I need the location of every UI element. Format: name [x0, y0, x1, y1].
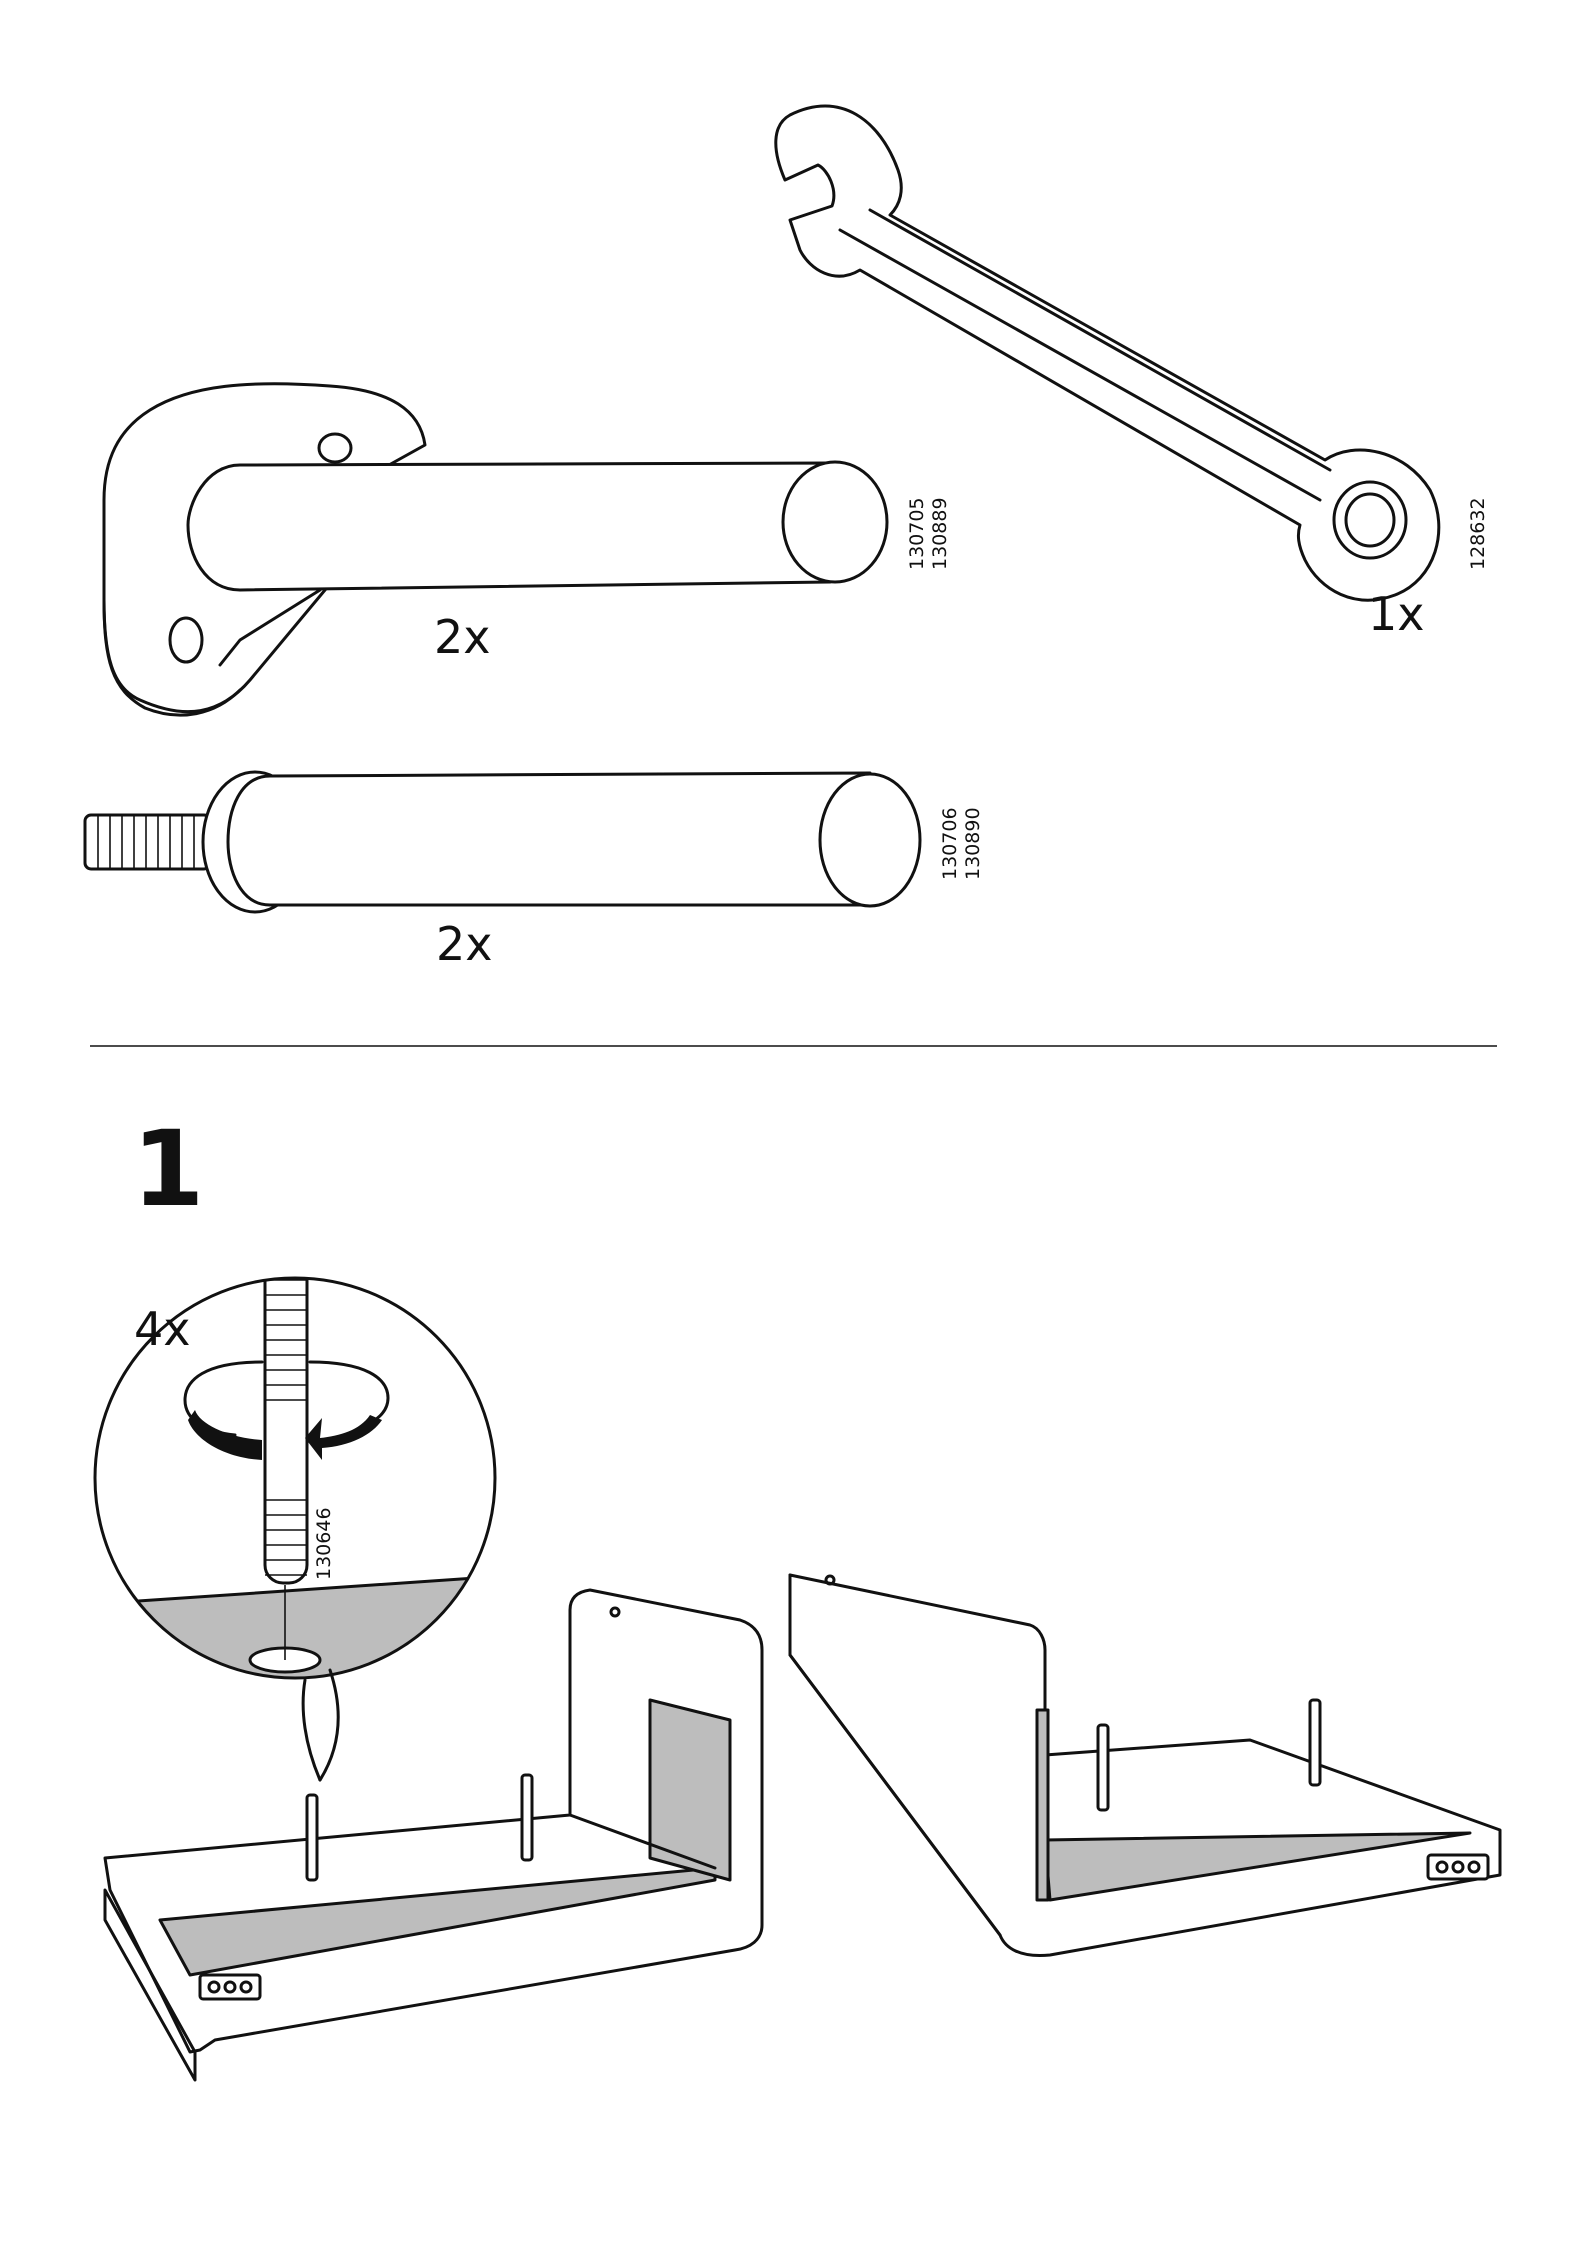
bracket-dowel-illustration — [104, 384, 887, 715]
detail-article: 130646 — [313, 1507, 335, 1580]
threaded-dowel-illustration — [85, 772, 920, 912]
wrench-article: 128632 — [1467, 497, 1489, 570]
bracket-dowel-qty: 2x — [434, 610, 491, 664]
step-number: 1 — [132, 1108, 204, 1230]
bracket-dowel-article-2: 130889 — [929, 497, 951, 570]
bracket-dowel-article-1: 130705 — [906, 497, 928, 570]
right-panel-illustration — [790, 1575, 1500, 1956]
threaded-dowel-article-2: 130890 — [962, 807, 984, 880]
wrench-qty: 1x — [1368, 587, 1425, 641]
threaded-dowel-article-1: 130706 — [939, 807, 961, 880]
left-panel-illustration — [105, 1590, 762, 2080]
threaded-dowel-qty: 2x — [436, 917, 493, 971]
detail-qty: 4x — [134, 1302, 191, 1356]
detail-magnifier — [80, 1168, 520, 1780]
